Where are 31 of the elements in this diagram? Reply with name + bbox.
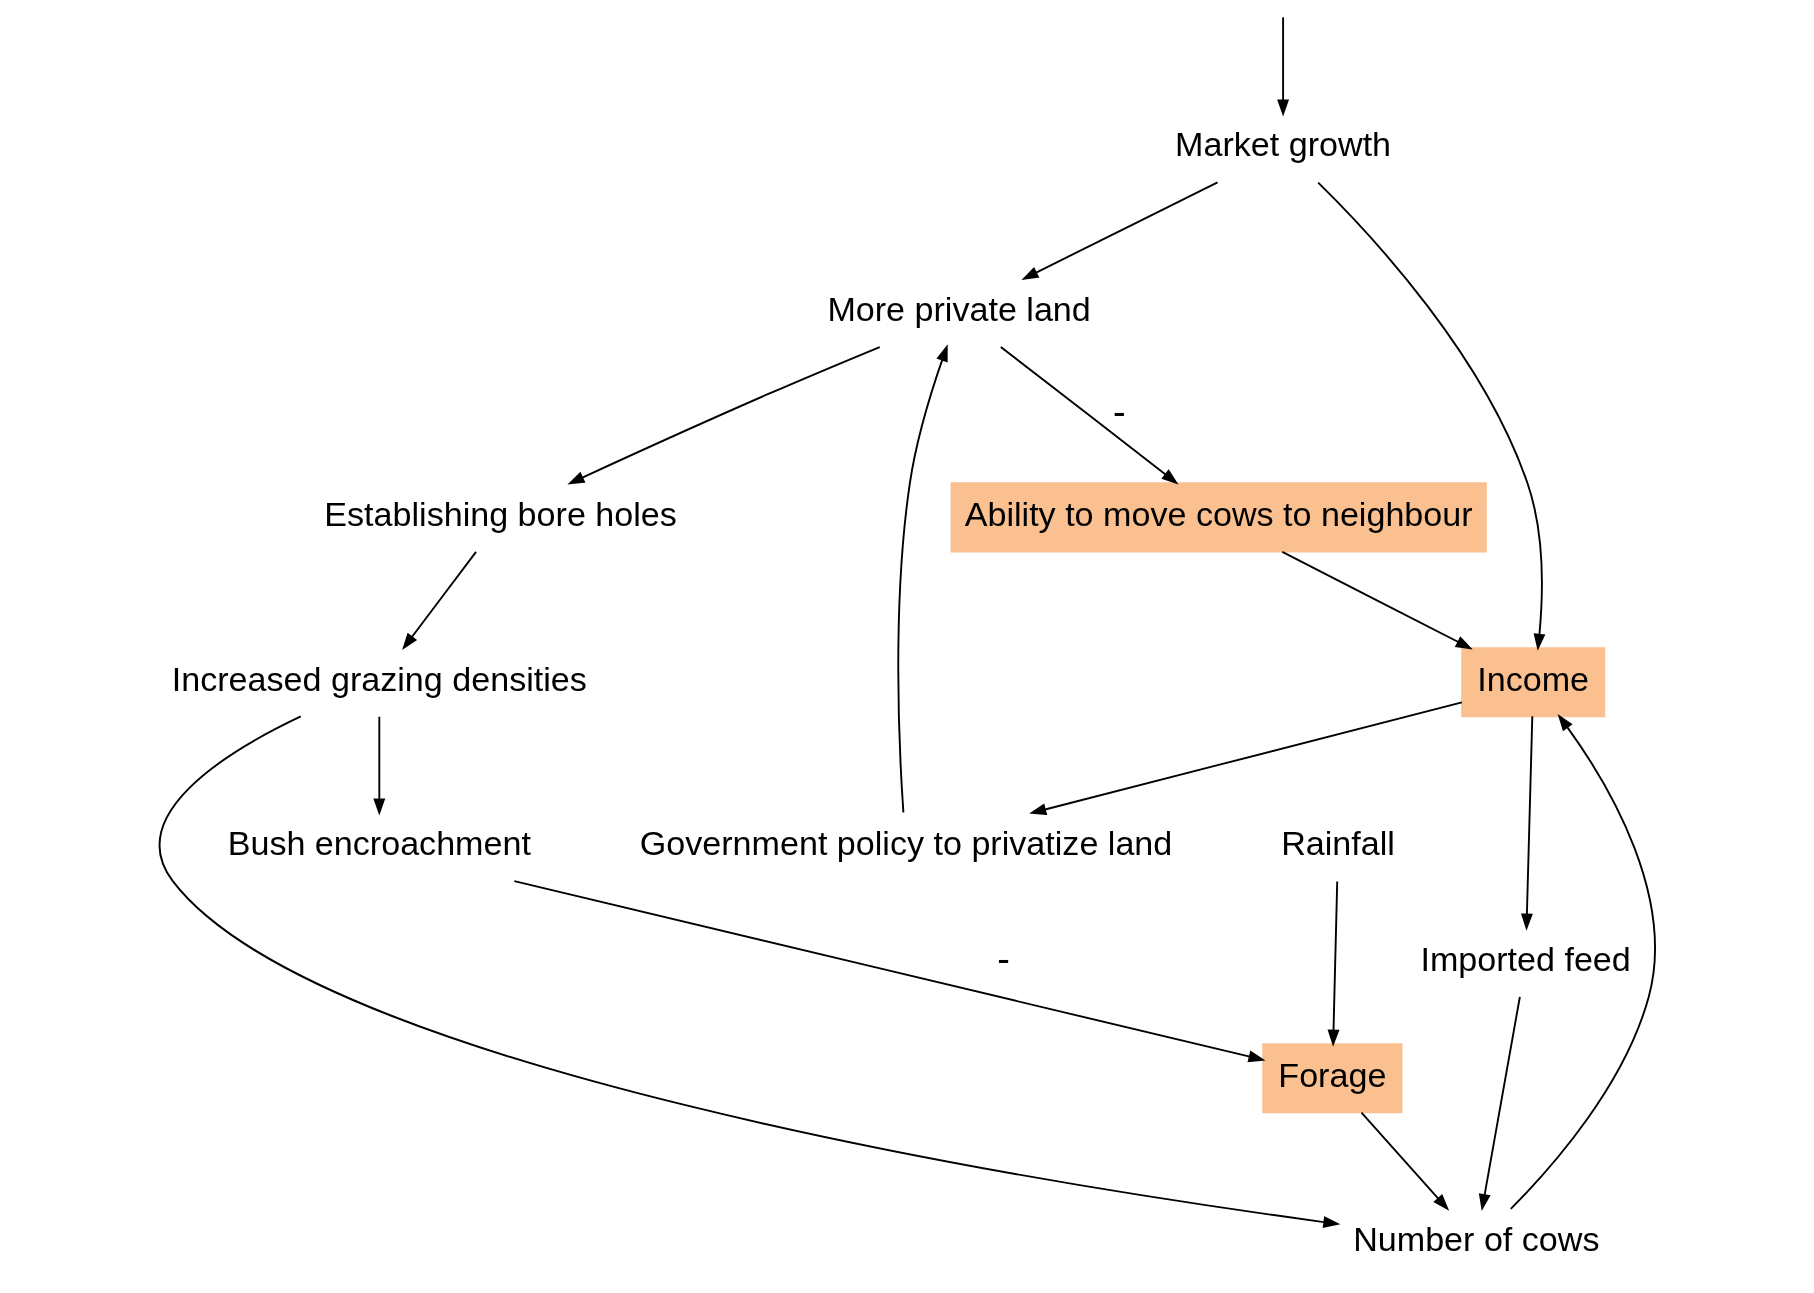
node-text: Number of cows bbox=[1353, 1220, 1600, 1259]
arrow bbox=[1327, 880, 1340, 1047]
node-text: Imported feed bbox=[1420, 939, 1631, 978]
arrow bbox=[1509, 714, 1656, 1210]
node-box: Forage bbox=[1262, 1043, 1403, 1114]
arrow bbox=[1520, 715, 1534, 931]
node-box: Ability to move cows to neighbour bbox=[950, 482, 1487, 553]
arrow bbox=[513, 880, 1266, 1063]
edge-label: - bbox=[1112, 390, 1126, 433]
arrow bbox=[1029, 701, 1463, 816]
arrow bbox=[1281, 550, 1473, 650]
node-text: Rainfall bbox=[1281, 824, 1395, 863]
arrow bbox=[1360, 1111, 1450, 1211]
arrow bbox=[567, 346, 881, 485]
arrow bbox=[373, 715, 386, 816]
arrow bbox=[1277, 16, 1290, 117]
node-text: Establishing bore holes bbox=[324, 494, 677, 533]
arrow bbox=[999, 346, 1179, 485]
node-box: Income bbox=[1461, 647, 1606, 718]
arrow bbox=[897, 344, 948, 814]
arrow bbox=[1478, 995, 1521, 1212]
node-text: Bush encroachment bbox=[227, 824, 531, 863]
edge-label: - bbox=[997, 938, 1010, 981]
arrow bbox=[402, 550, 477, 651]
arrow bbox=[158, 715, 1341, 1228]
arrow bbox=[1317, 181, 1546, 651]
node-text: Increased grazing densities bbox=[171, 659, 587, 698]
node-text: Market growth bbox=[1175, 125, 1392, 164]
arrow bbox=[1021, 181, 1219, 280]
node-text: Government policy to privatize land bbox=[639, 824, 1173, 863]
node-text: More private land bbox=[827, 290, 1091, 329]
